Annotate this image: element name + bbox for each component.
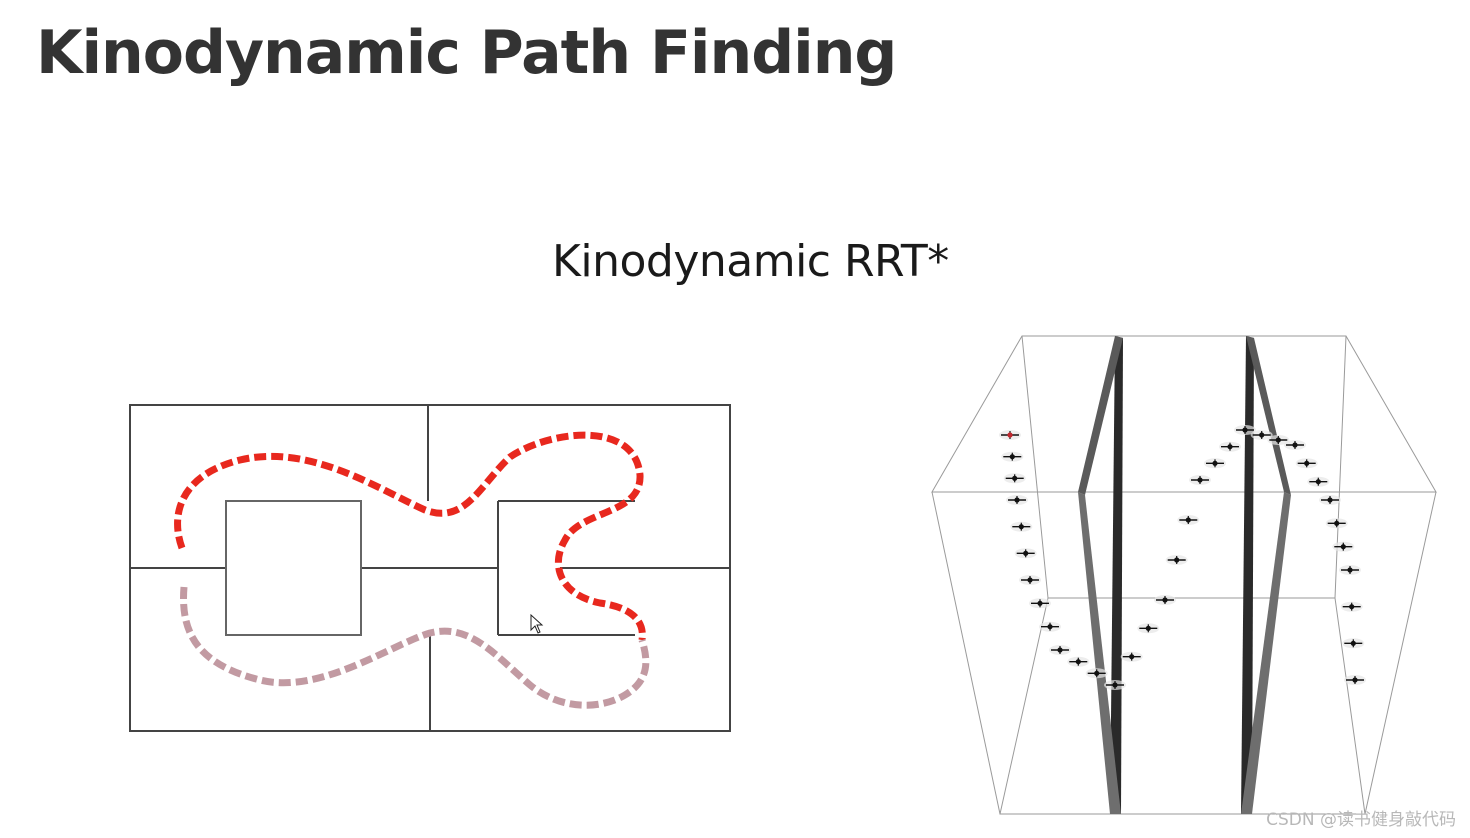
- quadrotor-marker: [1006, 495, 1028, 505]
- quadrotor-marker: [1085, 668, 1108, 679]
- quadrotor-marker: [1177, 515, 1200, 525]
- quadrotor-marker: [1339, 565, 1361, 575]
- slide-subtitle: Kinodynamic RRT*: [552, 236, 949, 287]
- wall-panel-right: [1241, 336, 1291, 814]
- quadrotor-marker: [1250, 430, 1273, 440]
- quadrotor-marker: [1010, 521, 1033, 532]
- quadrotor-marker: [1137, 623, 1160, 634]
- quadrotor-marker: [1319, 495, 1341, 505]
- trajectory-lower: [180, 586, 650, 709]
- slide-title: Kinodynamic Path Finding: [36, 18, 897, 88]
- wall-panel-left: [1078, 336, 1123, 814]
- mouse-pointer-icon: [530, 613, 544, 634]
- quadrotor-marker: [1189, 475, 1211, 485]
- watermark-text: CSDN @读书健身敲代码: [1266, 810, 1456, 830]
- bounding-box: [931, 335, 1437, 815]
- quadrotor-marker: [1049, 645, 1071, 655]
- quadrotor-marker: [1234, 425, 1256, 435]
- quadrotor-marker: [1267, 435, 1290, 445]
- quadrotor-marker: [1067, 656, 1090, 667]
- quadrotor-marker: [1344, 675, 1366, 685]
- quadrotor-marker: [1295, 458, 1318, 469]
- quadrotor-markers: [999, 425, 1366, 690]
- planar-maze-figure: [129, 404, 731, 732]
- quadrotor-marker: [1154, 595, 1176, 605]
- quadrotor-marker: [1307, 476, 1330, 487]
- quadrotor-marker: [1014, 548, 1037, 559]
- quadrotor-marker: [1003, 473, 1026, 484]
- quadrotor-marker: [999, 430, 1021, 440]
- quadrotor-marker: [1029, 598, 1051, 609]
- quadrotor-marker: [1340, 601, 1363, 612]
- center-obstacle: [225, 500, 362, 636]
- quadrotor-marker: [1165, 555, 1188, 565]
- quadrotor-marker: [1342, 638, 1365, 649]
- quadrotor-marker: [1219, 441, 1241, 452]
- quadrotor-marker: [1001, 451, 1024, 462]
- quadrotor-marker: [1039, 621, 1061, 632]
- quadrotor-marker: [1019, 575, 1041, 585]
- quadrotor-marker: [1284, 440, 1306, 450]
- quadrotor-3d-figure: [931, 335, 1437, 815]
- quadrotor-marker: [1325, 518, 1348, 529]
- quadrotor-marker: [1332, 541, 1355, 552]
- maze-walls: [129, 404, 731, 732]
- quadrotor-marker: [1204, 458, 1226, 469]
- quadrotor-marker: [1120, 651, 1143, 662]
- trajectory-upper: [174, 431, 646, 641]
- quadrotor-marker: [1104, 680, 1126, 690]
